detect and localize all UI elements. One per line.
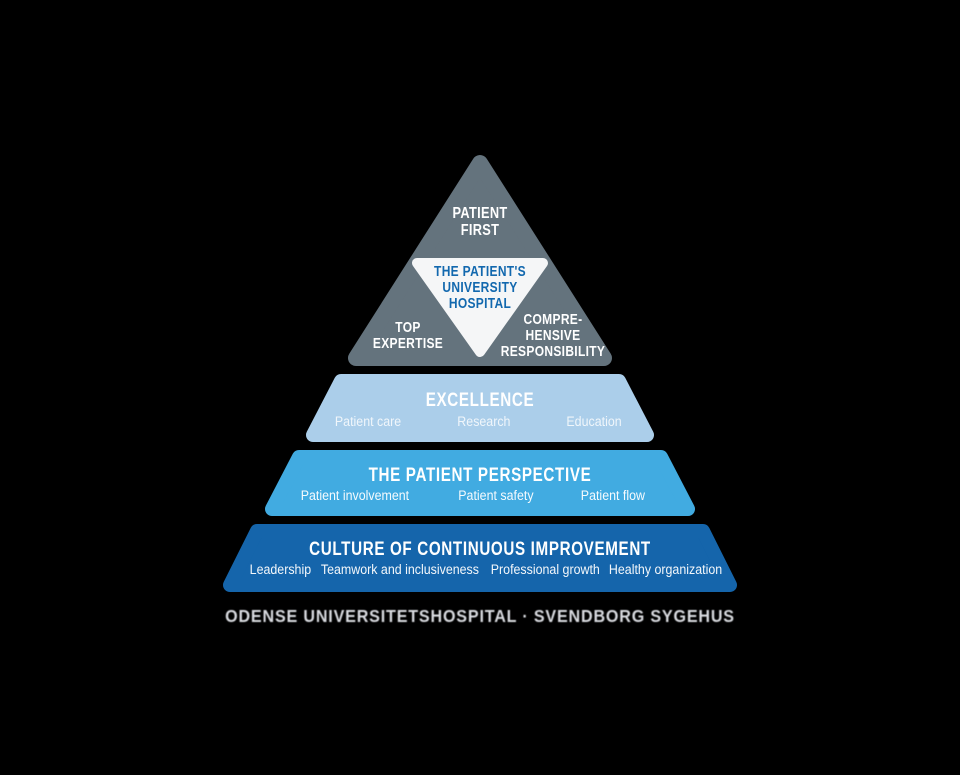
band-item: Leadership bbox=[249, 562, 312, 577]
band-excellence-title: EXCELLENCE bbox=[425, 390, 535, 411]
band-patient-perspective-items: Patient involvement Patient safety Patie… bbox=[296, 488, 648, 503]
footer-organization-label: ODENSE UNIVERSITETSHOSPITAL · SVENDBORG … bbox=[225, 606, 735, 626]
band-culture-items: Leadership Teamwork and inclusiveness Pr… bbox=[247, 562, 723, 577]
band-culture-shape bbox=[223, 524, 737, 592]
band-item: Education bbox=[566, 414, 622, 429]
band-excellence-items: Patient care Research Education bbox=[332, 414, 624, 429]
band-item: Patient involvement bbox=[300, 488, 410, 503]
band-patient-perspective-shape bbox=[265, 450, 695, 516]
triangle-center-label: THE PATIENT'S UNIVERSITY HOSPITAL bbox=[434, 263, 526, 312]
band-item: Teamwork and inclusiveness bbox=[320, 562, 479, 577]
band-culture-title: CULTURE OF CONTINUOUS IMPROVEMENT bbox=[309, 539, 651, 560]
band-item: Patient safety bbox=[458, 488, 534, 503]
band-excellence-shape bbox=[306, 374, 654, 442]
band-item: Professional growth bbox=[490, 562, 600, 577]
inner-triangle-shape bbox=[412, 258, 548, 357]
band-item: Research bbox=[457, 414, 511, 429]
triangle-apex-label: PATIENT FIRST bbox=[452, 205, 508, 239]
band-item: Healthy organization bbox=[609, 562, 723, 577]
band-patient-perspective-title: THE PATIENT PERSPECTIVE bbox=[368, 465, 592, 486]
triangle-left-label: TOP EXPERTISE bbox=[372, 319, 444, 352]
triangle-right-label: COMPRE- HENSIVE RESPONSIBILITY bbox=[500, 311, 606, 360]
band-item: Patient flow bbox=[580, 488, 646, 503]
band-item: Patient care bbox=[334, 414, 402, 429]
